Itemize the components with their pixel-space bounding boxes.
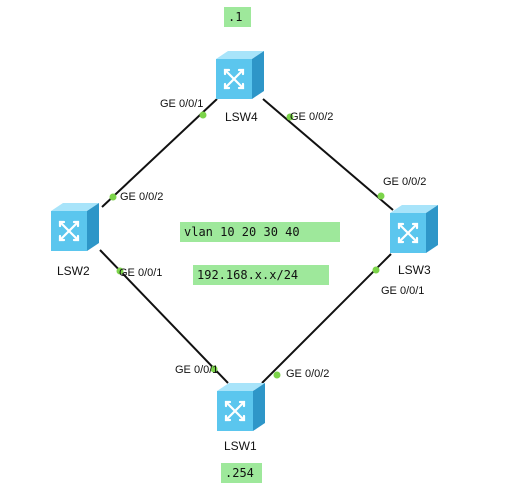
port-dot-lsw3-ge002 xyxy=(377,192,385,200)
port-label-lsw3-to-lsw1: GE 0/0/1 xyxy=(381,285,425,297)
port-dot-lsw4-ge001 xyxy=(199,111,207,119)
port-dot-lsw1-ge002 xyxy=(273,371,281,379)
port-label-lsw2-to-lsw4: GE 0/0/2 xyxy=(120,191,164,203)
address-note-top: .1 xyxy=(224,7,251,27)
link-lsw4-lsw3 xyxy=(262,98,394,211)
port-label-lsw1-to-lsw2: GE 0/0/1 xyxy=(175,364,219,376)
port-label-lsw4-to-lsw2: GE 0/0/1 xyxy=(160,98,204,110)
switch-lsw2[interactable] xyxy=(49,201,101,253)
switch-lsw1[interactable] xyxy=(215,381,267,433)
switch-label-lsw1: LSW1 xyxy=(224,439,257,453)
port-label-lsw3-to-lsw4: GE 0/0/2 xyxy=(383,176,427,188)
port-dot-lsw2-ge002 xyxy=(109,193,117,201)
switch-icon xyxy=(216,51,264,99)
switch-label-lsw4: LSW4 xyxy=(225,110,258,124)
port-dot-lsw2-ge001 xyxy=(116,267,124,275)
subnet-note: 192.168.x.x/24 xyxy=(193,265,329,285)
switch-lsw4[interactable] xyxy=(214,49,266,101)
port-dot-lsw3-ge001 xyxy=(372,266,380,274)
switch-label-lsw3: LSW3 xyxy=(398,263,431,277)
switch-icon xyxy=(51,203,99,251)
address-note-bottom: .254 xyxy=(221,463,262,483)
port-label-lsw1-to-lsw3: GE 0/0/2 xyxy=(286,368,330,380)
switch-label-lsw2: LSW2 xyxy=(57,264,90,278)
port-label-lsw2-to-lsw1: GE 0/0/1 xyxy=(119,267,163,279)
switch-icon xyxy=(217,383,265,431)
link-lsw4-lsw2 xyxy=(101,98,218,208)
vlan-config-note: vlan 10 20 30 40 xyxy=(180,222,340,242)
switch-lsw3[interactable] xyxy=(388,203,440,255)
port-dot-lsw1-ge001 xyxy=(210,365,218,373)
port-label-lsw4-to-lsw3: GE 0/0/2 xyxy=(290,111,334,123)
link-lsw3-lsw1 xyxy=(261,253,392,384)
switch-icon xyxy=(390,205,438,253)
port-dot-lsw4-ge002 xyxy=(286,113,294,121)
